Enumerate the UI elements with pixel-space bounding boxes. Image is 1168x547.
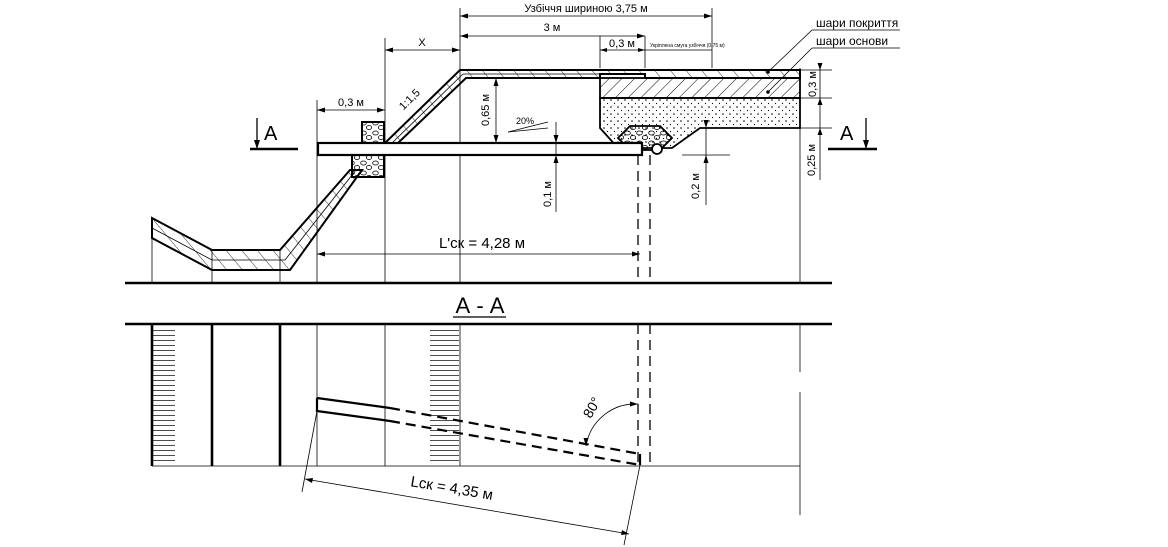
dim-x: X	[385, 37, 460, 53]
gravel-pocket-bottom	[351, 154, 385, 178]
section-mark-right: А	[828, 118, 877, 151]
label-01m: 0,1 м	[542, 181, 554, 207]
label-x: X	[418, 37, 426, 49]
plan-scale-band-right	[430, 328, 459, 464]
dim-01m: 0,1 м	[542, 122, 559, 212]
cross-section: Узбіччя шириною 3,75 м 3 м 0,3 м Укріпле…	[125, 3, 900, 285]
label-section-mark-right: А	[840, 123, 854, 145]
label-025m: 0,25 м	[806, 144, 818, 176]
dim-065m: 0,65 м	[480, 78, 499, 143]
plan-vertical-lines	[316, 324, 801, 515]
label-03m-top: 0,3 м	[609, 38, 635, 50]
label-065m: 0,65 м	[480, 94, 492, 126]
section-title: А - А	[456, 293, 505, 318]
legend-base: шари основи	[816, 34, 888, 48]
dim-l-prime: L'ск = 4,28 м	[317, 235, 640, 257]
label-03m-left: 0,3 м	[338, 97, 364, 109]
crest-inner-line	[391, 73, 464, 144]
plan-walls	[150, 324, 282, 466]
dim-3m: 3 м	[460, 22, 645, 39]
dim-03m-top: 0,3 м Укріплена смуга узбіччя (0,75 м)	[600, 38, 725, 52]
pavement-structure	[599, 77, 801, 151]
label-section-mark-left: А	[264, 123, 278, 145]
label-3m: 3 м	[544, 22, 561, 34]
layer-legend: шари покриття шари основи	[766, 16, 900, 94]
label-angle: 80°	[579, 394, 603, 420]
legend-cover: шари покриття	[816, 16, 898, 30]
plan-scale-band-left	[153, 328, 175, 464]
section-mark-left: А	[250, 118, 298, 151]
gradient-indicator: 20%	[507, 116, 549, 133]
dim-l-sk: Lск = 4,35 м	[301, 410, 641, 546]
label-shoulder-small-note: Укріплена смуга узбіччя (0,75 м)	[650, 43, 725, 49]
ditch-layer-band	[151, 169, 364, 271]
angle-indicator: 80°	[579, 394, 639, 447]
drain-pipe-end-icon	[651, 143, 663, 155]
pavement-cover-layers	[599, 77, 801, 99]
dim-03m-right: 0,3 м	[800, 63, 832, 129]
label-shoulder-width: Узбіччя шириною 3,75 м	[524, 3, 647, 15]
label-l-sk: Lск = 4,35 м	[409, 473, 494, 504]
ditch-inner-line	[151, 169, 357, 261]
dim-shoulder-width: Узбіччя шириною 3,75 м	[460, 3, 712, 19]
label-l-prime: L'ск = 4,28 м	[439, 235, 525, 252]
dim-02m: 0,2 м	[682, 120, 730, 205]
label-gradient: 20%	[516, 116, 534, 126]
gravel-pocket-top	[361, 121, 385, 144]
dim-025m: 0,25 м	[806, 128, 823, 180]
drain-pipe	[316, 141, 644, 157]
label-02m: 0,2 м	[690, 173, 702, 199]
label-03m-right: 0,3 м	[807, 71, 819, 97]
dim-03m-left: 0,3 м	[317, 97, 385, 113]
plan-view: 80° Lск = 4,35 м	[125, 322, 832, 546]
